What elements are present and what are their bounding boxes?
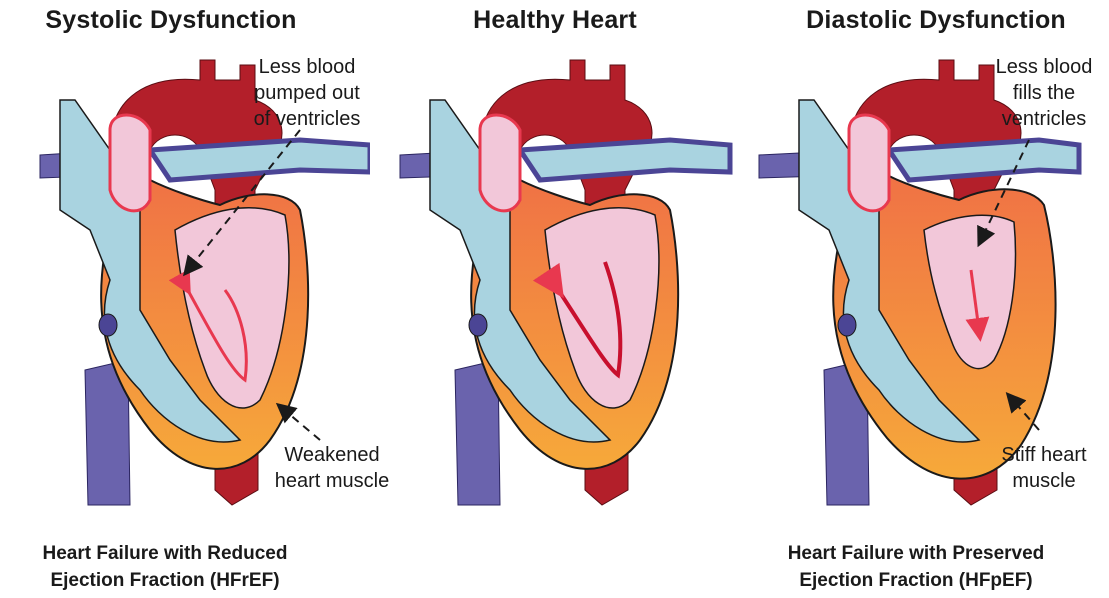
left-atrium: [110, 115, 150, 211]
subtitle-line: Heart Failure with Preserved: [731, 540, 1101, 567]
note-line: Less blood: [979, 54, 1109, 80]
pulmonary-artery-band: [150, 140, 370, 180]
diastolic-bottom-note: Stiff heart muscle: [984, 442, 1104, 494]
subtitle-line: Ejection Fraction (HFrEF): [0, 567, 350, 594]
diastolic-top-note: Less blood fills the ventricles: [979, 54, 1109, 132]
left-atrium: [849, 115, 889, 211]
note-line: Stiff heart: [984, 442, 1104, 468]
diastolic-panel: Diastolic Dysfunction Less blood: [739, 0, 1109, 598]
note-line: of ventricles: [242, 106, 372, 132]
systolic-panel: Systolic Dysfunction: [0, 0, 370, 598]
diastolic-subtitle: Heart Failure with Preserved Ejection Fr…: [731, 540, 1101, 594]
systolic-subtitle: Heart Failure with Reduced Ejection Frac…: [0, 540, 350, 594]
coronary-sinus: [99, 314, 117, 336]
note-line: muscle: [984, 468, 1104, 494]
note-line: fills the: [979, 80, 1109, 106]
pointer-bottom: [282, 408, 320, 440]
coronary-sinus: [469, 314, 487, 336]
coronary-sinus: [838, 314, 856, 336]
systolic-top-note: Less blood pumped out of ventricles: [242, 54, 372, 132]
note-line: Less blood: [242, 54, 372, 80]
left-atrium: [480, 115, 520, 211]
note-line: pumped out: [242, 80, 372, 106]
subtitle-line: Heart Failure with Reduced: [0, 540, 350, 567]
subtitle-line: Ejection Fraction (HFpEF): [731, 567, 1101, 594]
healthy-heart-illustration: [370, 0, 740, 598]
pulmonary-artery-band: [520, 140, 730, 180]
note-line: ventricles: [979, 106, 1109, 132]
pulmonary-artery-band: [889, 140, 1079, 180]
healthy-panel: Healthy Heart: [370, 0, 740, 598]
